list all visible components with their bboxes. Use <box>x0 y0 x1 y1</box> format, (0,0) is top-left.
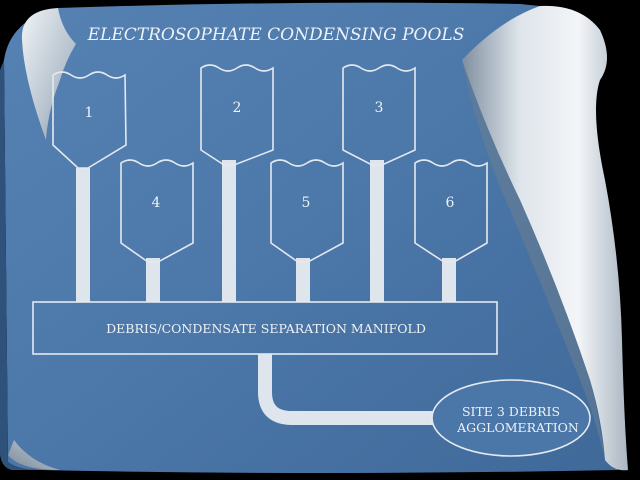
pool-3 <box>342 64 416 166</box>
pool-6-label: 6 <box>446 195 455 211</box>
manifold-label: DEBRIS/CONDENSATE SEPARATION MANIFOLD <box>106 321 426 336</box>
pool-1-label: 1 <box>85 105 94 121</box>
pipe-6 <box>442 258 456 302</box>
pool-5-label: 5 <box>302 195 311 211</box>
blueprint-paper <box>4 2 618 474</box>
diagram-title: ELECTROSOPHATE CONDENSING POOLS <box>87 25 465 45</box>
outlet-pipe <box>258 354 434 425</box>
site-label-line1: SITE 3 DEBRIS <box>462 404 560 419</box>
pool-4-label: 4 <box>152 195 161 211</box>
pool-3-label: 3 <box>375 100 384 116</box>
bottom-left-shadow <box>8 440 60 470</box>
pool-tanks <box>52 64 488 263</box>
top-left-curl <box>21 8 76 140</box>
pipe-5 <box>296 258 310 302</box>
pool-5 <box>270 159 344 263</box>
pool-4 <box>120 159 194 263</box>
right-page-curl <box>462 5 628 471</box>
pool-2 <box>200 64 274 166</box>
pipe-2 <box>222 160 236 302</box>
pool-6 <box>414 159 488 263</box>
pipe-1 <box>76 168 90 302</box>
right-curl-shadow <box>462 60 605 460</box>
pool-1 <box>52 71 127 169</box>
pipe-4 <box>146 258 160 302</box>
pipe-3 <box>370 160 384 302</box>
site-3-agglomeration <box>431 379 591 457</box>
site-label-line2: AGGLOMERATION <box>456 420 579 435</box>
pool-2-label: 2 <box>233 100 242 116</box>
paper-left-edge <box>0 60 40 470</box>
pool-pipes <box>76 160 456 302</box>
